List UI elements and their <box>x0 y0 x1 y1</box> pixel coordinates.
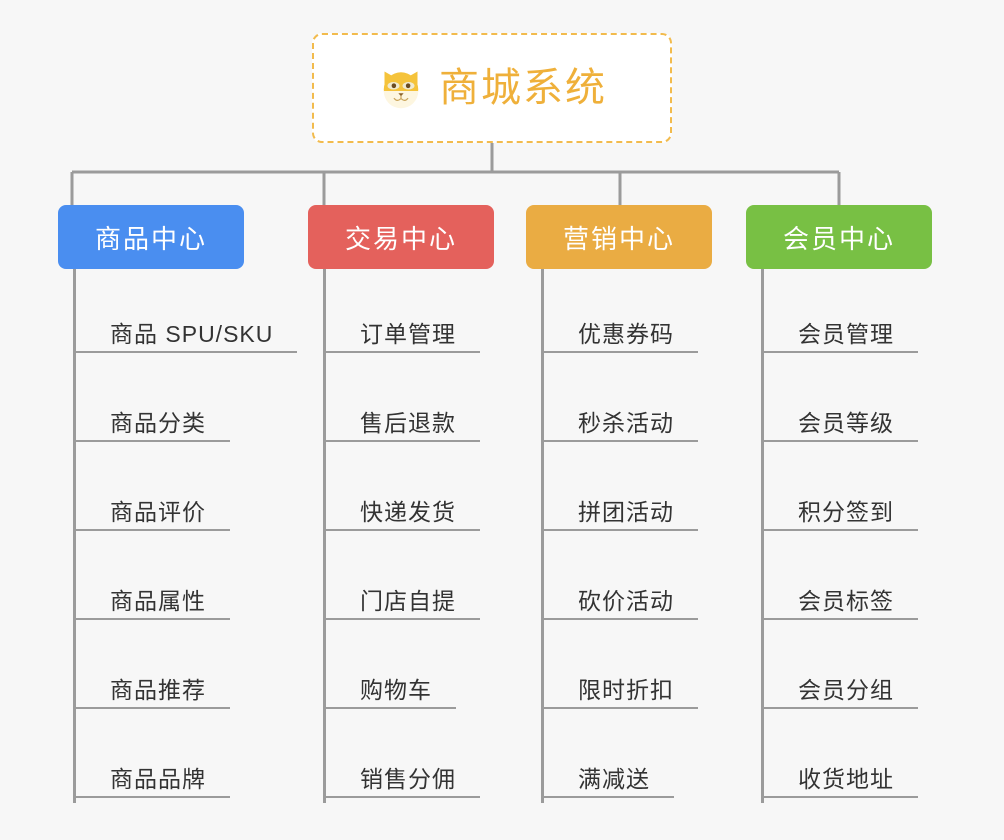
leaf-label: 秒杀活动 <box>544 410 698 442</box>
leaf-label: 商品评价 <box>76 499 230 531</box>
leaf-label: 商品属性 <box>76 588 230 620</box>
leaf-label: 会员管理 <box>764 321 918 353</box>
category-label: 营销中心 <box>562 223 675 254</box>
list-item[interactable]: 订单管理 <box>326 269 480 358</box>
shiba-dog-face-icon <box>383 71 419 109</box>
leaf-label: 销售分佣 <box>326 766 480 798</box>
list-item[interactable]: 商品评价 <box>76 447 297 536</box>
leaf-label: 售后退款 <box>326 410 480 442</box>
leaf-label: 商品品牌 <box>76 766 230 798</box>
leaf-label: 购物车 <box>326 677 456 709</box>
list-item[interactable]: 秒杀活动 <box>544 358 698 447</box>
category-box-trade-center[interactable]: 交易中心 <box>308 205 494 269</box>
list-item[interactable]: 销售分佣 <box>326 714 480 803</box>
leaf-label: 门店自提 <box>326 588 480 620</box>
list-item[interactable]: 拼团活动 <box>544 447 698 536</box>
list-item[interactable]: 会员分组 <box>764 625 918 714</box>
category-label: 商品中心 <box>94 223 207 254</box>
list-item[interactable]: 售后退款 <box>326 358 480 447</box>
list-item[interactable]: 购物车 <box>326 625 480 714</box>
leaf-label: 商品分类 <box>76 410 230 442</box>
category-label: 会员中心 <box>782 223 895 254</box>
list-item[interactable]: 会员管理 <box>764 269 918 358</box>
leaf-label: 订单管理 <box>326 321 480 353</box>
list-item[interactable]: 积分签到 <box>764 447 918 536</box>
leaf-list: 会员管理 会员等级 积分签到 会员标签 会员分组 收货地址 <box>761 269 918 803</box>
leaf-label: 会员分组 <box>764 677 918 709</box>
list-item[interactable]: 满减送 <box>544 714 698 803</box>
list-item[interactable]: 商品分类 <box>76 358 297 447</box>
leaf-list: 订单管理 售后退款 快递发货 门店自提 购物车 销售分佣 <box>323 269 480 803</box>
category-box-member-center[interactable]: 会员中心 <box>746 205 932 269</box>
list-item[interactable]: 会员标签 <box>764 536 918 625</box>
leaf-label: 优惠券码 <box>544 321 698 353</box>
leaf-label: 满减送 <box>544 766 674 798</box>
leaf-label: 会员标签 <box>764 588 918 620</box>
list-item[interactable]: 优惠券码 <box>544 269 698 358</box>
category-box-marketing-center[interactable]: 营销中心 <box>526 205 712 269</box>
leaf-label: 商品推荐 <box>76 677 230 709</box>
root-node[interactable]: 商城系统 <box>312 33 672 143</box>
category-box-product-center[interactable]: 商品中心 <box>58 205 244 269</box>
list-item[interactable]: 砍价活动 <box>544 536 698 625</box>
leaf-label: 会员等级 <box>764 410 918 442</box>
list-item[interactable]: 会员等级 <box>764 358 918 447</box>
leaf-list: 商品 SPU/SKU 商品分类 商品评价 商品属性 商品推荐 商品品牌 <box>73 269 298 803</box>
list-item[interactable]: 门店自提 <box>326 536 480 625</box>
leaf-label: 商品 SPU/SKU <box>76 321 298 353</box>
list-item[interactable]: 商品属性 <box>76 536 297 625</box>
list-item[interactable]: 商品 SPU/SKU <box>76 269 298 358</box>
root-title: 商城系统 <box>439 66 607 110</box>
list-item[interactable]: 收货地址 <box>764 714 918 803</box>
list-item[interactable]: 商品推荐 <box>76 625 297 714</box>
leaf-label: 积分签到 <box>764 499 918 531</box>
leaf-label: 限时折扣 <box>544 677 698 709</box>
list-item[interactable]: 限时折扣 <box>544 625 698 714</box>
list-item[interactable]: 快递发货 <box>326 447 480 536</box>
leaf-label: 砍价活动 <box>544 588 698 620</box>
leaf-list: 优惠券码 秒杀活动 拼团活动 砍价活动 限时折扣 满减送 <box>541 269 698 803</box>
leaf-label: 收货地址 <box>764 766 918 798</box>
leaf-label: 快递发货 <box>326 499 480 531</box>
category-label: 交易中心 <box>344 223 457 254</box>
list-item[interactable]: 商品品牌 <box>76 714 297 803</box>
leaf-label: 拼团活动 <box>544 499 698 531</box>
